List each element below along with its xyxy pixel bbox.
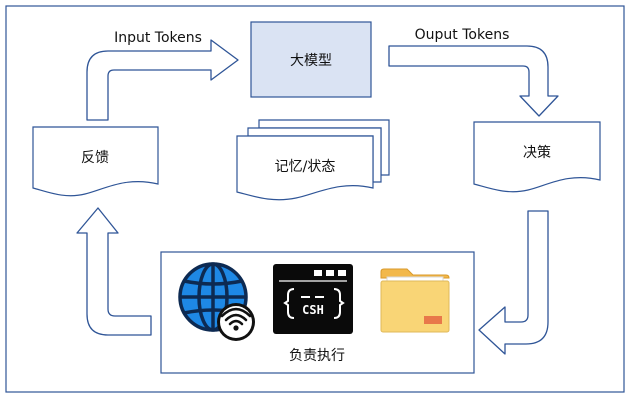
feedback-node <box>32 126 159 197</box>
memory-node <box>236 119 390 201</box>
input-tokens-arrow <box>86 39 239 121</box>
terminal-text: CSH <box>302 303 324 317</box>
execute-arrow <box>478 210 549 355</box>
folder-icon <box>380 268 450 333</box>
globe-wifi-icon <box>178 262 255 341</box>
terminal-icon: CSH <box>273 264 353 334</box>
output-tokens-arrow <box>388 45 559 117</box>
execution-label: 负责执行 <box>289 348 345 364</box>
llm-label: 大模型 <box>290 53 332 69</box>
decision-node <box>473 121 601 193</box>
feedback-label: 反馈 <box>81 150 109 166</box>
feedback-arrow <box>76 207 152 336</box>
memory-label: 记忆/状态 <box>275 159 336 175</box>
input-tokens-label: Input Tokens <box>114 30 202 46</box>
output-tokens-label: Ouput Tokens <box>415 27 510 43</box>
decision-label: 决策 <box>523 144 551 161</box>
llm-node <box>250 21 372 98</box>
